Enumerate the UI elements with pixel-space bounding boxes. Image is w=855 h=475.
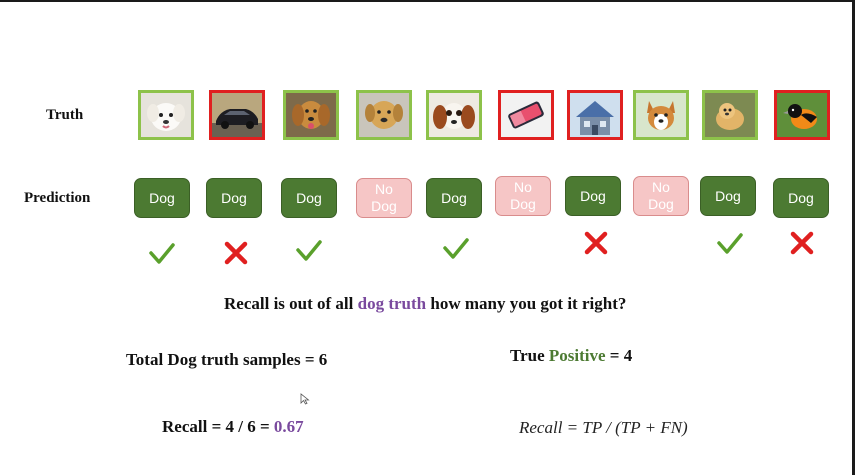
- prediction-button-1[interactable]: Dog: [134, 178, 190, 218]
- truth-row-label: Truth: [46, 107, 84, 123]
- recall-calculation-text: Recall = 4 / 6 =: [162, 417, 274, 436]
- prediction-button-4[interactable]: No Dog: [356, 178, 412, 218]
- truth-image-corgi: [633, 90, 689, 140]
- check-icon: [149, 241, 175, 265]
- prediction-button-3[interactable]: Dog: [281, 178, 337, 218]
- cross-icon: [223, 241, 249, 265]
- check-icon: [443, 236, 469, 260]
- truth-image-car: [209, 90, 265, 140]
- truth-image-oriole-bird: [774, 90, 830, 140]
- prediction-button-9[interactable]: Dog: [700, 176, 756, 216]
- recall-formula: Recall = TP / (TP + FN): [519, 418, 688, 437]
- prediction-button-8[interactable]: No Dog: [633, 176, 689, 216]
- true-positive-highlight: Positive: [548, 346, 606, 365]
- prediction-button-6[interactable]: No Dog: [495, 176, 551, 216]
- total-dog-samples: Total Dog truth samples = 6: [126, 350, 328, 369]
- cross-icon: [583, 231, 609, 255]
- recall-definition-tail: how many you got it right?: [426, 294, 627, 313]
- true-positive-prefix: True: [510, 346, 549, 365]
- recall-definition: Recall is out of all dog truth how many …: [224, 294, 626, 314]
- true-positive-count: True Positive = 4: [510, 346, 632, 366]
- mouse-cursor-icon: [300, 390, 310, 405]
- prediction-button-5[interactable]: Dog: [426, 178, 482, 218]
- truth-image-house: [567, 90, 623, 140]
- recall-definition-text: Recall is out of all: [224, 294, 358, 313]
- check-icon: [296, 238, 322, 262]
- top-border: [0, 0, 855, 2]
- recall-definition-highlight: dog truth: [357, 294, 427, 313]
- truth-image-smartphone: [498, 90, 554, 140]
- prediction-button-10[interactable]: Dog: [773, 178, 829, 218]
- prediction-button-7[interactable]: Dog: [565, 176, 621, 216]
- recall-value: 0.67: [273, 417, 304, 436]
- truth-image-white-puppy: [138, 90, 194, 140]
- truth-image-labrador: [356, 90, 412, 140]
- right-border: [852, 0, 855, 475]
- true-positive-value: = 4: [605, 346, 633, 365]
- truth-image-cavalier-spaniel: [426, 90, 482, 140]
- truth-image-golden-retriever: [283, 90, 339, 140]
- truth-image-golden-puppy: [702, 90, 758, 140]
- prediction-row-label: Prediction: [24, 190, 91, 206]
- recall-calculation: Recall = 4 / 6 = 0.67: [162, 417, 304, 437]
- cross-icon: [789, 231, 815, 255]
- prediction-button-2[interactable]: Dog: [206, 178, 262, 218]
- check-icon: [717, 231, 743, 255]
